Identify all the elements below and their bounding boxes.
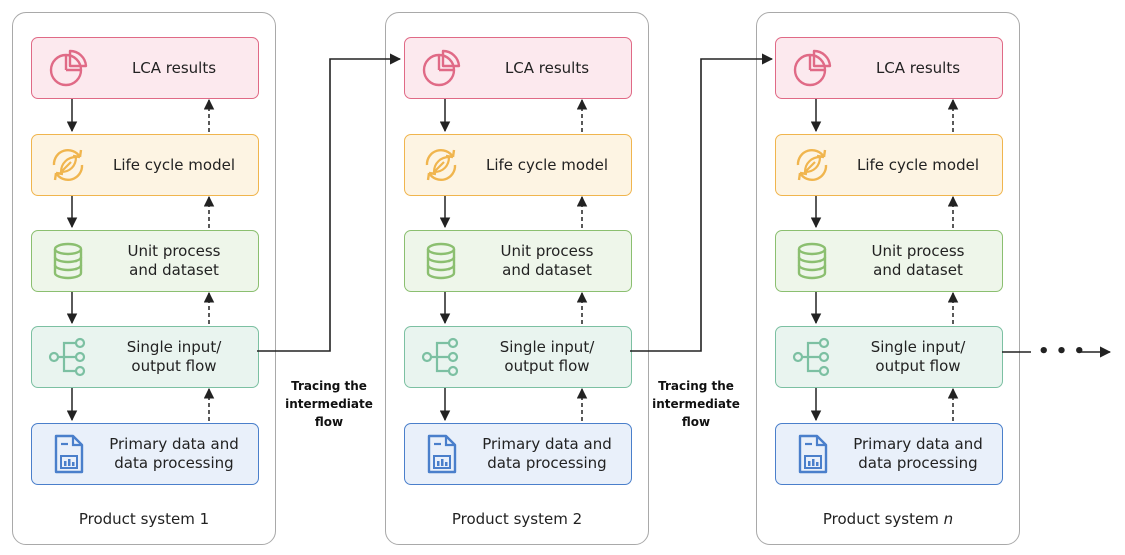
lca-results-label: LCA results [131,58,217,77]
life-cycle-model-box: Life cycle model [31,134,259,196]
flow-tree-icon [419,335,463,379]
tracing-flow-label-1: Tracing the intermediate flow [285,379,373,429]
database-icon [790,239,834,283]
leaf-cycle-icon [419,143,463,187]
database-icon [46,239,90,283]
unit-process-box: Unit process and dataset [31,230,259,292]
pie-chart-icon [419,46,463,90]
caption-text: Product system 1 [78,510,210,528]
product-system-1: LCA results Life cycle model Unit proces… [12,12,276,545]
unit-process-label: Unit process and dataset [871,242,965,279]
life-cycle-model-label: Life cycle model [112,155,236,174]
continuation-dots: • • • [1038,341,1085,362]
report-chart-icon [46,432,90,476]
report-chart-icon [419,432,463,476]
leaf-cycle-icon [46,143,90,187]
flow-tree-icon [790,335,834,379]
unit-process-box: Unit process and dataset [404,230,632,292]
unit-process-box: Unit process and dataset [775,230,1003,292]
single-flow-box: Single input/ output flow [775,326,1003,388]
unit-process-label: Unit process and dataset [500,242,594,279]
single-flow-label: Single input/ output flow [499,338,595,375]
product-system-caption: Product system 1 [13,510,275,528]
primary-data-label: Primary data and data processing [853,435,983,472]
primary-data-box: Primary data and data processing [775,423,1003,485]
primary-data-label: Primary data and data processing [482,435,612,472]
lca-results-box: LCA results [31,37,259,99]
product-system-caption: Product system 2 [386,510,648,528]
report-chart-icon [790,432,834,476]
tracing-flow-label-2: Tracing the intermediate flow [652,379,740,429]
life-cycle-model-label: Life cycle model [485,155,609,174]
pie-chart-icon [790,46,834,90]
life-cycle-model-box: Life cycle model [404,134,632,196]
life-cycle-model-label: Life cycle model [856,155,980,174]
product-system-n: LCA results Life cycle model Unit proces… [756,12,1020,545]
caption-text: Product system 2 [451,510,583,528]
unit-process-label: Unit process and dataset [127,242,221,279]
lca-results-box: LCA results [775,37,1003,99]
lca-results-label: LCA results [875,58,961,77]
pie-chart-icon [46,46,90,90]
lca-results-label: LCA results [504,58,590,77]
primary-data-box: Primary data and data processing [31,423,259,485]
single-flow-box: Single input/ output flow [31,326,259,388]
product-system-caption: Product system n [757,510,1019,528]
life-cycle-model-box: Life cycle model [775,134,1003,196]
caption-text: Product system [822,510,944,528]
database-icon [419,239,463,283]
lca-results-box: LCA results [404,37,632,99]
leaf-cycle-icon [790,143,834,187]
primary-data-box: Primary data and data processing [404,423,632,485]
primary-data-label: Primary data and data processing [109,435,239,472]
product-system-2: LCA results Life cycle model Unit proces… [385,12,649,545]
tracing-connector-2 [630,53,774,352]
caption-italic: n [943,510,954,528]
tracing-connector-1 [257,53,402,352]
single-flow-box: Single input/ output flow [404,326,632,388]
single-flow-label: Single input/ output flow [870,338,966,375]
single-flow-label: Single input/ output flow [126,338,222,375]
flow-tree-icon [46,335,90,379]
